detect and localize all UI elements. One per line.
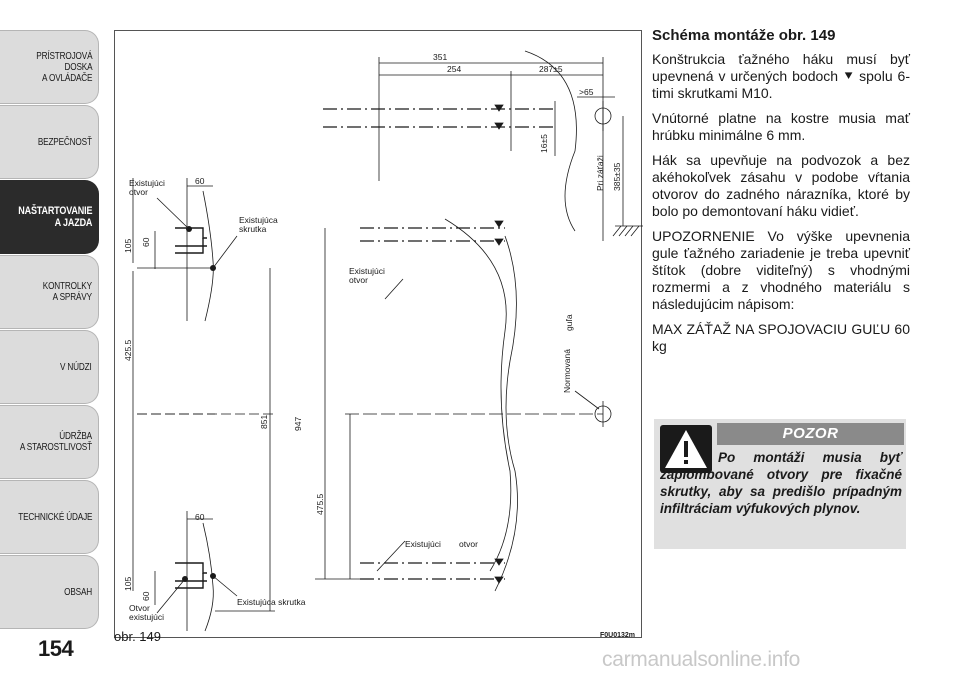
warning-title: POZOR <box>717 423 904 445</box>
dim-65: >65 <box>579 87 594 97</box>
tab-technicke-udaje[interactable]: TECHNICKÉ ÚDAJE <box>0 480 99 554</box>
dim-60b: 60 <box>141 237 151 247</box>
label-normovana: Normovaná <box>562 349 572 393</box>
label-existing-hole-1b: otvor <box>129 187 148 197</box>
tab-obsah[interactable]: OBSAH <box>0 555 99 629</box>
page-number: 154 <box>38 636 74 661</box>
paragraph: UPOZORNENIE Vo výške upevnenia gule ťažn… <box>652 228 910 312</box>
dim-425: 425.5 <box>123 339 133 361</box>
label-existing-hole-3b: otvor <box>459 539 478 549</box>
paragraph: Vnútorné platne na kostre musia mať hrúb… <box>652 110 910 143</box>
tab-pristrojova-doska[interactable]: PRÍSTROJOVÁ DOSKA A OVLÁDAČE <box>0 30 99 104</box>
tab-v-nudzi[interactable]: V NÚDZI <box>0 330 99 404</box>
label-existing-hole-3a: Existujúci <box>405 539 441 549</box>
tab-kontrolky[interactable]: KONTROLKY A SPRÁVY <box>0 255 99 329</box>
label-existing-bolt-1b: skrutka <box>239 224 267 234</box>
figure-code: F0U0132m <box>600 632 636 639</box>
label-gula: guľa <box>564 314 574 331</box>
dim-947: 947 <box>293 417 303 431</box>
paragraph: MAX ZÁŤAŽ NA SPOJOVACIU GUĽU 60 kg <box>652 321 910 354</box>
tab-label: NAŠTARTOVANIE A JAZDA <box>17 205 92 229</box>
label-existing-hole-1a: Existujúci <box>129 178 165 188</box>
warning-text: Po montáži musia byť zaplombované otvory… <box>660 450 902 516</box>
tab-label: ÚDRŽBA A STAROSTLIVOSŤ <box>19 431 92 453</box>
dim-385: 385±35 <box>612 162 622 191</box>
mounting-diagram: 351 254 287±5 >65 16±5 Pri záťaži 385±35… <box>114 30 643 638</box>
dim-287: 287±5 <box>539 64 563 74</box>
tab-nastartovanie[interactable]: NAŠTARTOVANIE A JAZDA <box>0 180 99 254</box>
tab-label: KONTROLKY A SPRÁVY <box>42 281 92 303</box>
label-existing-bolt-2: Existujúca skrutka <box>237 597 306 607</box>
tab-label: OBSAH <box>64 586 92 598</box>
dim-351: 351 <box>433 52 447 62</box>
tab-udrzba[interactable]: ÚDRŽBA A STAROSTLIVOSŤ <box>0 405 99 479</box>
tab-label: BEZPEČNOSŤ <box>38 136 92 148</box>
dim-60c: 60 <box>195 512 205 522</box>
dim-851: 851 <box>259 415 269 429</box>
dim-105a: 105 <box>123 239 133 253</box>
tab-label: PRÍSTROJOVÁ DOSKA A OVLÁDAČE <box>35 50 92 84</box>
label-existing-hole-2a: Existujúci <box>349 266 385 276</box>
label-existing-hole-2b: otvor <box>349 275 368 285</box>
tab-bezpecnost[interactable]: BEZPEČNOSŤ <box>0 105 99 179</box>
diagram-svg: 351 254 287±5 >65 16±5 Pri záťaži 385±35… <box>123 50 643 632</box>
warning-triangle-icon <box>660 425 712 473</box>
label-hole-existing-a: Otvor <box>129 603 150 613</box>
dim-105b: 105 <box>123 577 133 591</box>
section-heading: Schéma montáže obr. 149 <box>652 27 836 44</box>
dim-16: 16±5 <box>539 134 549 153</box>
watermark: carmanualsonline.info <box>602 648 800 671</box>
label-existing-bolt-1a: Existujúca <box>239 215 278 225</box>
tab-label: V NÚDZI <box>60 361 92 373</box>
text-column: Schéma montáže obr. 149 Konštrukcia ťažn… <box>652 27 910 363</box>
figure-caption: obr. 149 <box>114 629 161 644</box>
label-hole-existing-b: existujúci <box>129 612 164 622</box>
label-pri-zatazi: Pri záťaži <box>595 155 605 191</box>
paragraph: Konštrukcia ťažného háku musí byť upevne… <box>652 51 910 101</box>
paragraph: Hák sa upevňuje na podvozok a bez akéhok… <box>652 152 910 219</box>
dim-254: 254 <box>447 64 461 74</box>
tab-label: TECHNICKÉ ÚDAJE <box>17 511 92 523</box>
dim-60a: 60 <box>195 176 205 186</box>
warning-box: POZOR Po montáži musia byť zaplombované … <box>654 419 906 549</box>
dim-60d: 60 <box>141 591 151 601</box>
dim-475: 475.5 <box>315 493 325 515</box>
